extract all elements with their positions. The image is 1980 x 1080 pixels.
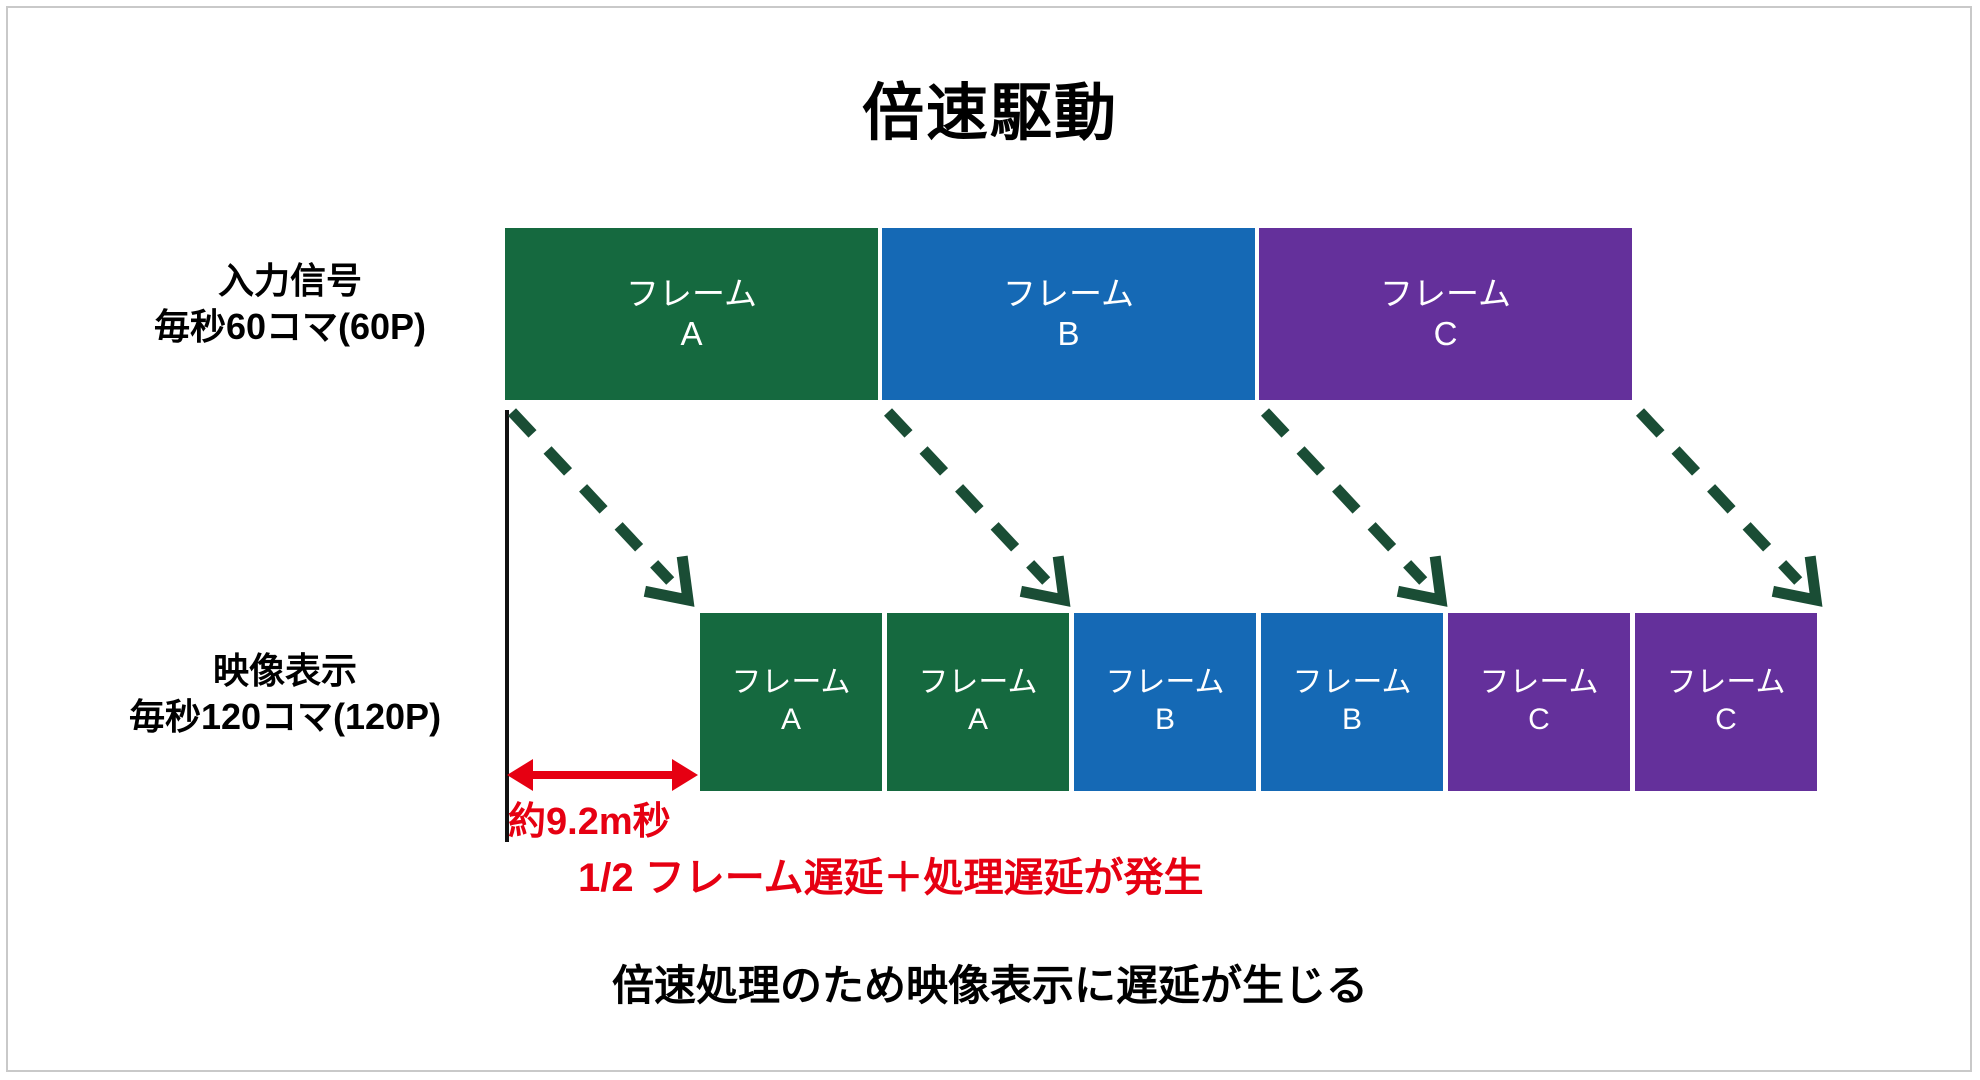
arrowhead	[507, 759, 533, 791]
double-headed-arrow-icon	[507, 759, 698, 791]
page-title: 倍速駆動	[861, 79, 1118, 148]
dashed-arrow-icon-2	[1260, 408, 1448, 607]
output-row-label-line2: 毎秒120コマ(120P)	[128, 696, 442, 738]
latency-value-text: 約9.2m秒	[508, 801, 671, 843]
frame-block-name: フレーム	[1002, 274, 1134, 312]
latency-note-text: 1/2 フレーム遅延＋処理遅延が発生	[578, 856, 1204, 900]
frame-block-id: B	[1057, 315, 1080, 352]
frame-block-name: フレーム	[731, 666, 851, 700]
frame-block-id: A	[780, 703, 801, 736]
time-reference-line	[505, 410, 509, 842]
frame-block-id: B	[1341, 703, 1362, 736]
frame-block-id: A	[680, 315, 703, 352]
frame-block-id: C	[1715, 703, 1737, 736]
frame-block-name: フレーム	[1105, 666, 1225, 700]
output-row-label-line1: 映像表示	[212, 650, 357, 691]
figure-caption: 倍速処理のため映像表示に遅延が生じる	[611, 962, 1368, 1009]
frame-block-id: B	[1154, 703, 1175, 736]
frame-block-name: フレーム	[1292, 666, 1412, 700]
dashed-arrow-icon-0	[507, 408, 695, 607]
input-row-label-line1: 入力信号	[217, 260, 362, 301]
output-row-label: 映像表示 毎秒120コマ(120P)	[80, 648, 490, 740]
frame-block-name: フレーム	[1379, 274, 1511, 312]
dashed-arrow-icon-3	[1635, 408, 1823, 607]
frame-block-name: フレーム	[918, 666, 1038, 700]
input-row-label: 入力信号 毎秒60コマ(60P)	[90, 258, 490, 350]
outer-border	[6, 6, 1972, 1072]
dashed-arrow-icon-1	[883, 408, 1071, 607]
frame-block-name: フレーム	[1479, 666, 1599, 700]
frame-block-name: フレーム	[625, 274, 757, 312]
frame-block-name: フレーム	[1666, 666, 1786, 700]
frame-block-id: C	[1528, 703, 1550, 736]
input-row-label-line2: 毎秒60コマ(60P)	[153, 306, 427, 348]
arrowhead	[672, 759, 698, 791]
frame-block-id: A	[967, 703, 988, 736]
frame-block-id: C	[1433, 315, 1458, 352]
